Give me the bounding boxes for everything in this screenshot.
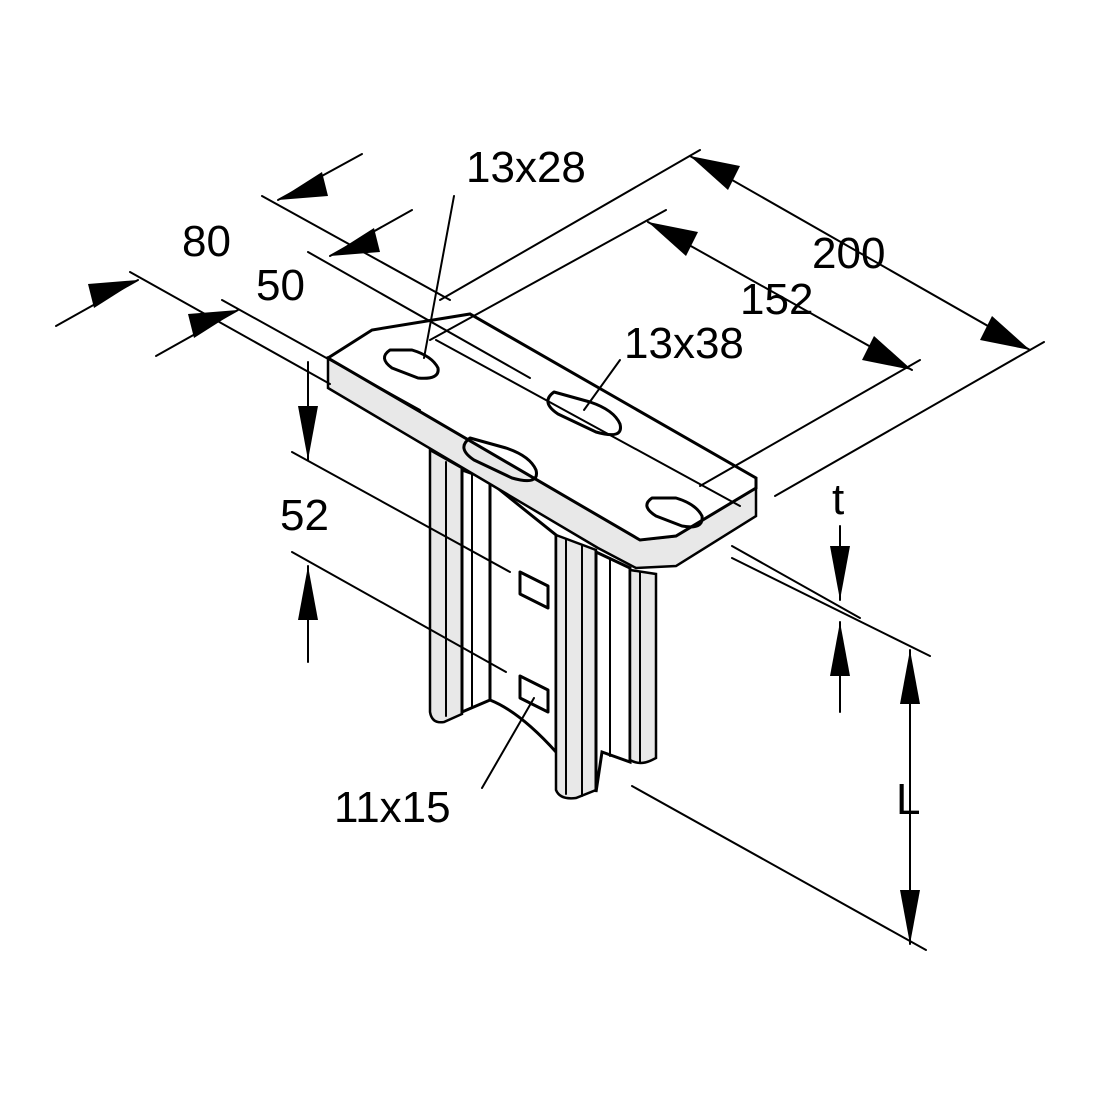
dim-length: L: [896, 775, 920, 824]
slot-end: [645, 496, 704, 529]
dim-thickness: t: [832, 475, 844, 524]
dim-hole-spacing: 152: [740, 275, 813, 324]
slot-13x38-left: [462, 436, 538, 483]
slot-13x28: [383, 348, 440, 380]
dim-hole-row-offset: 50: [256, 261, 305, 310]
label-long-slot: 13x38: [624, 319, 744, 368]
leader-11x15: [481, 697, 535, 789]
label-small-slot: 13x28: [466, 143, 586, 192]
slot-13x38-right: [546, 390, 622, 437]
square-hole-lower: [518, 674, 550, 714]
leader-13x28: [423, 195, 455, 359]
top-plate: [325, 312, 758, 570]
dim-plate-width: 80: [182, 217, 231, 266]
label-square-hole: 11x15: [334, 783, 451, 832]
dim-plate-to-slot: 52: [280, 491, 329, 540]
dimension-labels: 200 152 80 50 52 t L 13x28 13x38 11x15: [182, 143, 920, 832]
square-hole-upper: [518, 570, 550, 610]
arrowheads: [88, 156, 1030, 944]
leader-13x38: [583, 359, 621, 411]
dim-overall-length: 200: [812, 229, 885, 278]
